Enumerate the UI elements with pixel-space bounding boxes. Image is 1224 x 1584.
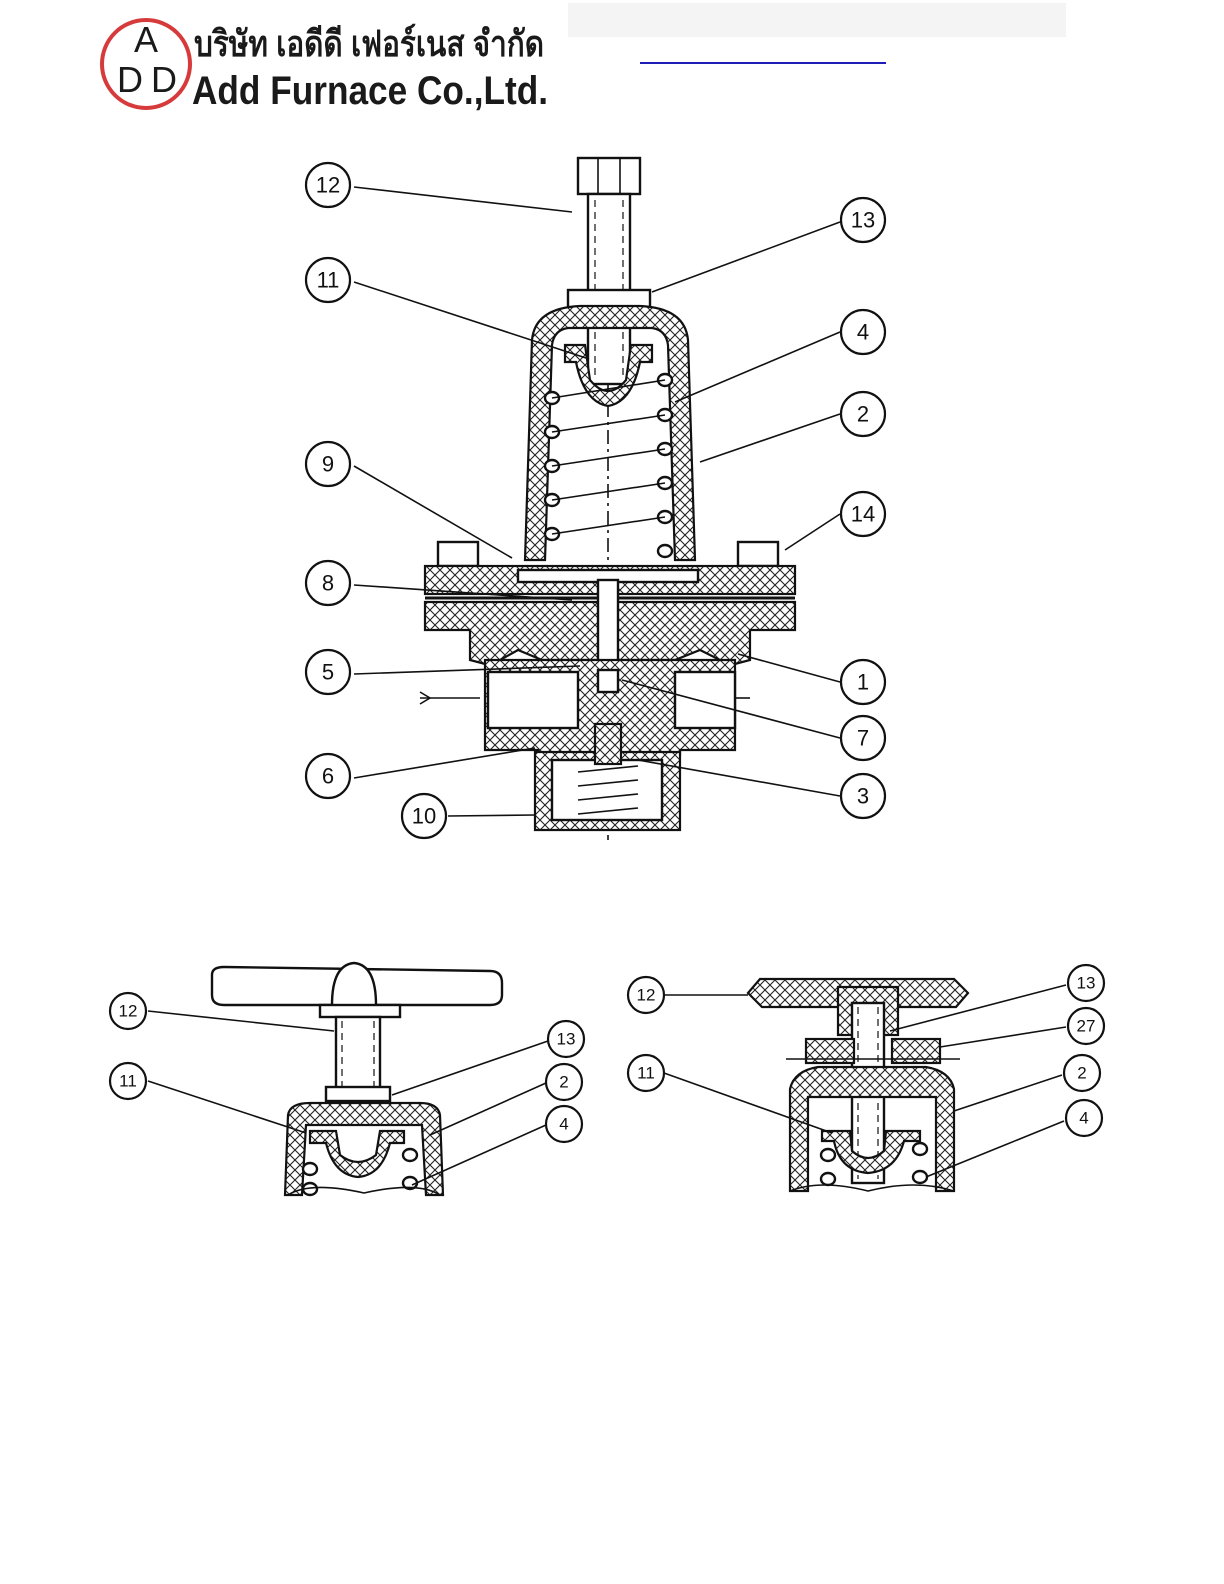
svg-text:12: 12 bbox=[316, 173, 340, 198]
callout-right-2: 2 bbox=[1064, 1055, 1100, 1091]
svg-text:12: 12 bbox=[119, 1002, 138, 1021]
handwheel-right-drawing bbox=[748, 979, 968, 1191]
company-name-english: Add Furnace Co.,Ltd. bbox=[192, 69, 548, 113]
callout-5: 5 bbox=[306, 650, 350, 694]
handwheel-left-drawing bbox=[212, 963, 502, 1195]
callout-7: 7 bbox=[841, 716, 885, 760]
svg-text:2: 2 bbox=[559, 1073, 568, 1092]
callout-2: 2 bbox=[841, 392, 885, 436]
svg-text:11: 11 bbox=[637, 1064, 655, 1083]
svg-text:13: 13 bbox=[557, 1030, 576, 1049]
callout-left-11: 11 bbox=[110, 1063, 146, 1099]
svg-text:10: 10 bbox=[412, 804, 436, 829]
svg-text:12: 12 bbox=[637, 986, 656, 1005]
bolt-left bbox=[438, 542, 478, 566]
svg-text:11: 11 bbox=[317, 268, 340, 293]
top-banner-bar bbox=[568, 3, 1066, 37]
callout-3: 3 bbox=[841, 774, 885, 818]
svg-text:13: 13 bbox=[1077, 974, 1096, 993]
callout-right-11: 11 bbox=[628, 1055, 664, 1091]
svg-text:11: 11 bbox=[119, 1072, 137, 1091]
svg-text:8: 8 bbox=[322, 571, 334, 596]
callout-8: 8 bbox=[306, 561, 350, 605]
top-link-underline[interactable] bbox=[640, 62, 886, 64]
callout-right-27: 27 bbox=[1068, 1008, 1104, 1044]
svg-text:6: 6 bbox=[322, 764, 334, 789]
svg-text:9: 9 bbox=[322, 452, 334, 477]
svg-text:4: 4 bbox=[857, 320, 869, 345]
logo-letter-d1: D bbox=[117, 59, 143, 100]
callout-right-12: 12 bbox=[628, 977, 664, 1013]
valve-disc bbox=[595, 724, 621, 764]
callout-1: 1 bbox=[841, 660, 885, 704]
regulator-section-diagram: 12 13 11 4 2 9 14 8 5 1 7 6 3 10 bbox=[280, 140, 920, 860]
callout-12: 12 bbox=[306, 163, 350, 207]
adjusting-screw-head bbox=[578, 158, 640, 194]
inlet-port bbox=[488, 672, 578, 728]
logo-letter-d2: D bbox=[151, 59, 177, 100]
callout-10: 10 bbox=[402, 794, 446, 838]
callout-9: 9 bbox=[306, 442, 350, 486]
svg-text:14: 14 bbox=[851, 502, 875, 527]
handwheel-variant-left-diagram: 12 13 11 2 4 bbox=[100, 955, 600, 1205]
svg-text:4: 4 bbox=[1079, 1109, 1088, 1128]
callout-right-13: 13 bbox=[1068, 965, 1104, 1001]
svg-text:2: 2 bbox=[1077, 1064, 1086, 1083]
logo-mark: A D D บริษัท เอดีดี เฟอร์เนส จำกัด Add F… bbox=[100, 14, 560, 114]
callout-left-4: 4 bbox=[546, 1106, 582, 1142]
callout-left-13: 13 bbox=[548, 1021, 584, 1057]
svg-text:5: 5 bbox=[322, 660, 334, 685]
valve-seat bbox=[598, 670, 618, 692]
outlet-port bbox=[675, 672, 735, 728]
logo-letter-a: A bbox=[134, 19, 158, 60]
callout-13: 13 bbox=[841, 198, 885, 242]
svg-text:3: 3 bbox=[857, 784, 869, 809]
callout-right-4: 4 bbox=[1066, 1100, 1102, 1136]
callout-4: 4 bbox=[841, 310, 885, 354]
svg-text:2: 2 bbox=[857, 402, 869, 427]
svg-text:4: 4 bbox=[559, 1115, 568, 1134]
handwheel-variant-right-diagram: 12 13 27 11 2 4 bbox=[620, 955, 1120, 1205]
callout-14: 14 bbox=[841, 492, 885, 536]
callout-left-2: 2 bbox=[546, 1064, 582, 1100]
svg-text:1: 1 bbox=[857, 670, 869, 695]
svg-text:7: 7 bbox=[857, 726, 869, 751]
callout-11: 11 bbox=[306, 258, 350, 302]
company-name-thai: บริษัท เอดีดี เฟอร์เนส จำกัด bbox=[194, 23, 544, 64]
svg-text:13: 13 bbox=[851, 208, 875, 233]
callout-left-12: 12 bbox=[110, 993, 146, 1029]
bolt-right bbox=[738, 542, 778, 566]
callout-6: 6 bbox=[306, 754, 350, 798]
handwheel-locknut bbox=[326, 1087, 390, 1101]
svg-text:27: 27 bbox=[1077, 1017, 1096, 1036]
company-logo: A D D บริษัท เอดีดี เฟอร์เนส จำกัด Add F… bbox=[100, 14, 560, 114]
